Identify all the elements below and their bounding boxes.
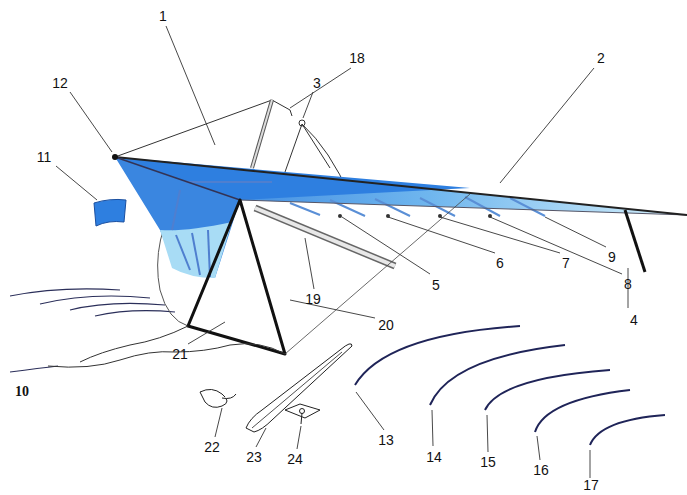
wing-left-panel <box>115 157 240 278</box>
wingtip-strut <box>625 210 645 272</box>
plate <box>285 404 320 424</box>
callout-number: 14 <box>426 450 442 464</box>
callout-number: 6 <box>496 256 504 270</box>
callout-number: 11 <box>37 150 52 164</box>
curved-battens <box>355 326 665 445</box>
callout-number: 13 <box>378 433 394 447</box>
callout-number: 21 <box>172 347 188 361</box>
keel-inner <box>255 208 395 266</box>
batten-tool-line <box>252 352 342 428</box>
batten-tool <box>246 344 352 432</box>
nose-point <box>112 154 118 160</box>
callout-number: 3 <box>313 76 321 90</box>
callout-number: 7 <box>562 256 570 270</box>
wing-left-lower <box>160 222 232 278</box>
callout-number: 15 <box>480 455 496 469</box>
callout-number: 24 <box>287 452 303 466</box>
wire-hook <box>299 120 305 126</box>
callout-number: 16 <box>533 463 549 477</box>
callout-number: 19 <box>305 292 321 306</box>
battens-right <box>290 197 545 216</box>
motion-lines <box>10 289 175 372</box>
callout-number: 20 <box>378 318 394 332</box>
callout-number: 2 <box>597 51 605 65</box>
leading-edge <box>115 157 687 215</box>
nose-edge <box>115 157 240 200</box>
callout-number: 12 <box>52 76 68 90</box>
callout-number: 22 <box>204 440 220 454</box>
callout-number: 23 <box>246 450 262 464</box>
sail-dots <box>338 214 492 218</box>
rope-back <box>80 326 188 362</box>
callout-number: 18 <box>349 51 365 65</box>
callout-number: 4 <box>630 313 638 327</box>
spool <box>200 389 236 407</box>
callout-number: 10 <box>15 385 29 399</box>
kingpost-inner <box>252 100 272 168</box>
callout-number: 5 <box>432 278 440 292</box>
callout-number: 9 <box>608 250 616 264</box>
callout-number: 8 <box>624 277 632 291</box>
control-frame <box>188 200 285 354</box>
nose-cone <box>94 199 126 226</box>
callout-number: 1 <box>159 9 167 23</box>
callout-number: 17 <box>583 478 599 492</box>
rope <box>48 344 285 367</box>
keel <box>255 208 395 266</box>
leader-lines <box>56 26 628 478</box>
kingpost <box>252 100 272 168</box>
